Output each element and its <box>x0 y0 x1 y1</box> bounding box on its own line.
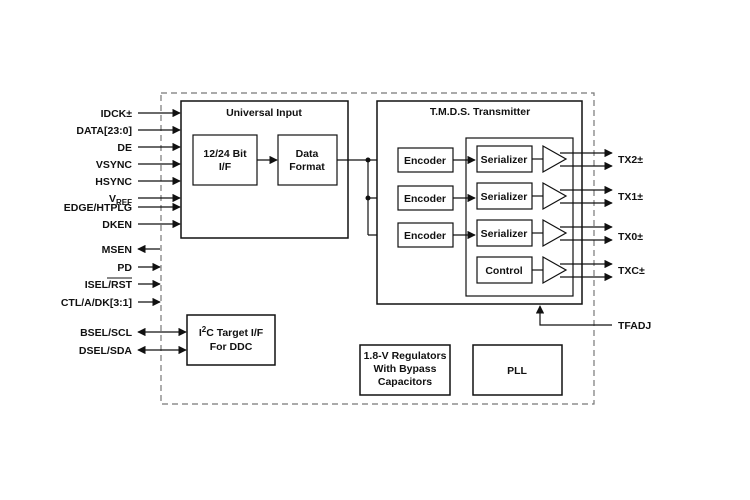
serializer-1-label: Serializer <box>481 191 528 203</box>
label-isel-rst: ISEL/RST <box>85 279 133 291</box>
label-vref-main: V <box>109 193 116 205</box>
control-label: Control <box>485 265 522 277</box>
label-msen: MSEN <box>102 244 132 256</box>
chip-boundary <box>160 92 595 405</box>
label-ctl: CTL/A/DK[3:1] <box>61 297 132 309</box>
i2c-line1: I2C Target I/F <box>199 325 264 339</box>
output-arrows <box>560 148 613 282</box>
label-bsel-scl: BSEL/SCL <box>80 327 133 339</box>
label-dsel-sda: DSEL/SDA <box>79 345 133 357</box>
serializer-2 <box>476 145 533 173</box>
buffer-tx1 <box>542 181 568 211</box>
label-vref-sub: REF <box>116 198 132 207</box>
universal-input-title: Universal Input <box>226 107 302 119</box>
label-data: DATA[23:0] <box>76 125 132 137</box>
encoder-0-label: Encoder <box>404 230 446 242</box>
regulators-block <box>359 344 451 396</box>
data-format-line1: Data <box>296 148 319 160</box>
serializer-0-label: Serializer <box>481 228 528 240</box>
bus-junction-2 <box>365 195 371 201</box>
encoder-to-serializer-arrows <box>453 155 476 240</box>
label-tx0: TX0± <box>618 231 643 243</box>
label-dken: DKEN <box>102 219 132 231</box>
encoder-2-label: Encoder <box>404 155 446 167</box>
serializer-2-label: Serializer <box>481 154 528 166</box>
i2c-target-block <box>186 314 276 366</box>
tfadj-arrow <box>535 305 612 326</box>
tmds-title: T.M.D.S. Transmitter <box>430 106 530 118</box>
regulators-line3: Capacitors <box>378 376 432 388</box>
label-tx2: TX2± <box>618 154 643 166</box>
i2c-post: C Target I/F <box>206 327 264 339</box>
bus-junction-1 <box>365 157 371 163</box>
interface-line2: I/F <box>219 161 232 173</box>
label-pd: PD <box>117 262 132 274</box>
label-tx1: TX1± <box>618 191 643 203</box>
serializer-0 <box>476 219 533 247</box>
label-vsync: VSYNC <box>96 159 133 171</box>
control-block <box>476 256 533 284</box>
label-de: DE <box>117 142 132 154</box>
interface-12-24-bit-block <box>192 134 258 186</box>
label-edge-htplg: EDGE/HTPLG <box>64 202 132 214</box>
encoder-1-label: Encoder <box>404 193 446 205</box>
i2c-line2: For DDC <box>210 341 253 353</box>
i2c-sup: 2 <box>202 325 207 334</box>
label-hsync: HSYNC <box>95 176 132 188</box>
pll-block <box>472 344 563 396</box>
buffer-txc <box>542 255 568 285</box>
input-arrows <box>137 108 187 355</box>
label-idck: IDCK± <box>101 108 133 120</box>
regulators-line1: 1.8-V Regulators <box>364 350 447 362</box>
buffer-tx2 <box>542 144 568 174</box>
i2c-pre: I <box>199 327 202 339</box>
data-format-block <box>277 134 338 186</box>
label-tfadj: TFADJ <box>618 320 651 332</box>
data-format-line2: Format <box>289 161 325 173</box>
buffer-tx0 <box>542 218 568 248</box>
label-vref: VREF <box>109 193 132 207</box>
pll-label: PLL <box>507 365 527 377</box>
label-txc: TXC± <box>618 265 645 277</box>
serializer-to-buffer-lines <box>532 158 543 271</box>
interface-line1: 12/24 Bit <box>203 148 247 160</box>
regulators-line2: With Bypass <box>374 363 437 375</box>
